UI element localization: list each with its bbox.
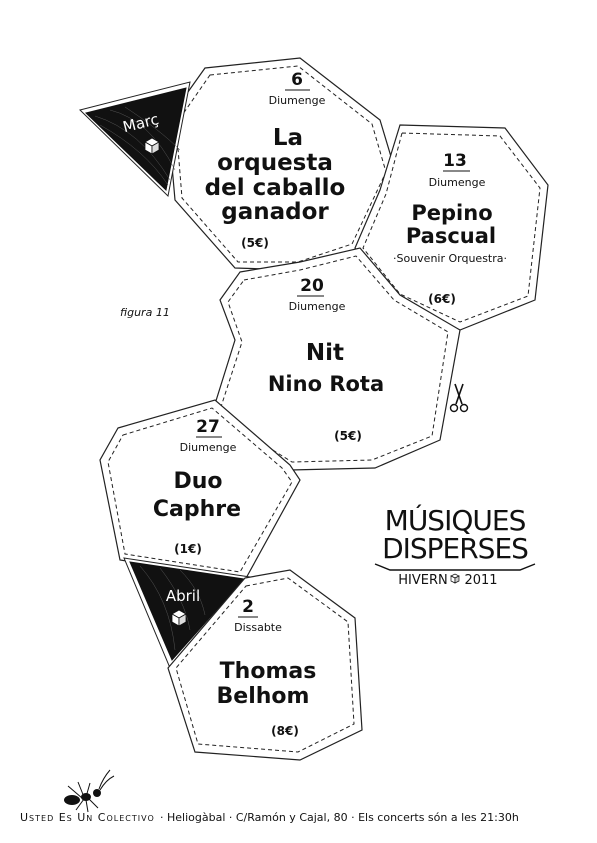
cube-icon bbox=[144, 137, 160, 155]
event-title-line: Nino Rota bbox=[268, 372, 384, 396]
event-title-line: del caballo bbox=[205, 175, 346, 201]
footer-collective: Usted Es Un Colectivo bbox=[20, 811, 155, 824]
event-price: (5€) bbox=[334, 429, 362, 443]
brand-season: HIVERN bbox=[398, 573, 447, 588]
event-day: 6 bbox=[291, 70, 303, 90]
brand-year: 2011 bbox=[464, 573, 497, 588]
brand-line2: DISPERSES bbox=[382, 532, 528, 565]
event-title-line: orquesta bbox=[217, 150, 333, 176]
ant-logo bbox=[64, 769, 115, 813]
event-title-line: La bbox=[273, 125, 303, 151]
scissors-icon bbox=[449, 383, 469, 413]
event-weekday: Diumenge bbox=[429, 176, 486, 189]
event-subtitle: ·Souvenir Orquestra· bbox=[393, 252, 507, 265]
event-panel-27: 27 Diumenge Duo Caphre (1€) bbox=[99, 399, 301, 581]
event-title-line: Thomas bbox=[220, 659, 317, 684]
event-title-line: Nit bbox=[306, 340, 344, 366]
event-day: 2 bbox=[242, 597, 254, 617]
cube-icon bbox=[450, 573, 460, 584]
event-title-line: ganador bbox=[221, 199, 329, 225]
event-panel-2: 2 Dissabte Thomas Belhom (8€) bbox=[167, 569, 363, 761]
event-price: (1€) bbox=[174, 542, 202, 556]
event-weekday: Diumenge bbox=[180, 441, 237, 454]
cube-icon bbox=[171, 609, 187, 627]
event-price: (6€) bbox=[428, 292, 456, 306]
event-title-line: Caphre bbox=[153, 497, 241, 522]
month-label-april: Abril bbox=[166, 587, 200, 605]
event-price: (8€) bbox=[271, 724, 299, 738]
march-flap: Març bbox=[79, 81, 191, 198]
event-panel-20: 20 Diumenge Nit Nino Rota (5€) bbox=[209, 247, 461, 471]
event-day: 13 bbox=[443, 151, 467, 171]
figure-label: figura 11 bbox=[120, 306, 170, 319]
event-title-line: Duo bbox=[173, 469, 222, 494]
event-weekday: Dissabte bbox=[234, 621, 282, 634]
april-flap: Abril bbox=[123, 557, 251, 669]
footer-details: · Heliogàbal · C/Ramón y Cajal, 80 · Els… bbox=[160, 811, 519, 824]
event-day: 20 bbox=[300, 276, 324, 296]
event-panel-13: 13 Diumenge Pepino Pascual ·Souvenir Orq… bbox=[354, 124, 549, 331]
event-price: (5€) bbox=[241, 236, 269, 250]
event-title-line: Belhom bbox=[217, 684, 310, 709]
event-weekday: Diumenge bbox=[289, 300, 346, 313]
brand-line1: MÚSIQUES bbox=[385, 503, 526, 537]
event-weekday: Diumenge bbox=[269, 94, 326, 107]
brand-logo: MÚSIQUES DISPERSES HIVERN 2011 bbox=[374, 503, 536, 588]
event-panel-6: 6 Diumenge La orquesta del caballo ganad… bbox=[167, 57, 396, 271]
event-day: 27 bbox=[196, 417, 220, 437]
event-title-line: Pascual bbox=[406, 224, 496, 248]
event-title-line: Pepino bbox=[411, 201, 492, 225]
